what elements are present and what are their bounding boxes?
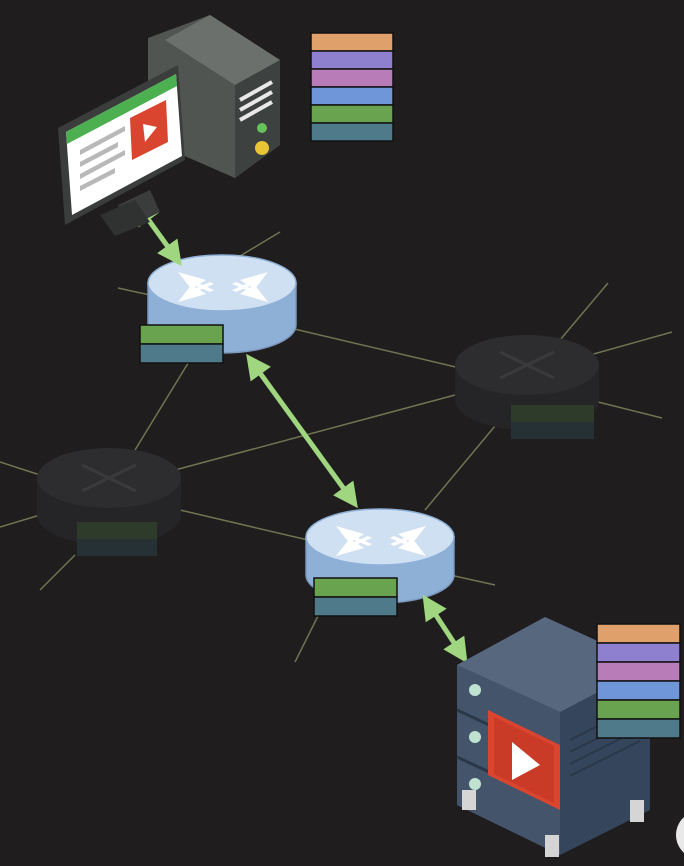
layer-pink bbox=[596, 661, 681, 682]
desktop-computer-icon bbox=[58, 15, 280, 236]
layer-orange bbox=[596, 623, 681, 644]
layer-blue bbox=[596, 680, 681, 701]
router-layer-stack bbox=[313, 577, 398, 617]
router-layer-stack bbox=[139, 324, 224, 364]
layer-green bbox=[313, 577, 398, 598]
layer-purple bbox=[596, 642, 681, 663]
client-layer-stack bbox=[310, 32, 394, 142]
layer-orange bbox=[310, 32, 394, 52]
layer-green bbox=[596, 699, 681, 720]
layer-teal bbox=[139, 343, 224, 364]
layer-teal bbox=[596, 718, 681, 739]
router-icon bbox=[37, 448, 181, 556]
corner-button[interactable] bbox=[676, 811, 684, 859]
play-icon bbox=[512, 742, 540, 780]
layer-teal bbox=[310, 122, 394, 142]
server-layer-stack bbox=[596, 623, 681, 739]
layer-green bbox=[310, 104, 394, 124]
play-icon bbox=[143, 124, 157, 142]
layer-green bbox=[139, 324, 224, 345]
layer-pink bbox=[310, 68, 394, 88]
layer-purple bbox=[310, 50, 394, 70]
layer-blue bbox=[310, 86, 394, 106]
layer-teal bbox=[313, 596, 398, 617]
router-icon bbox=[455, 335, 599, 439]
